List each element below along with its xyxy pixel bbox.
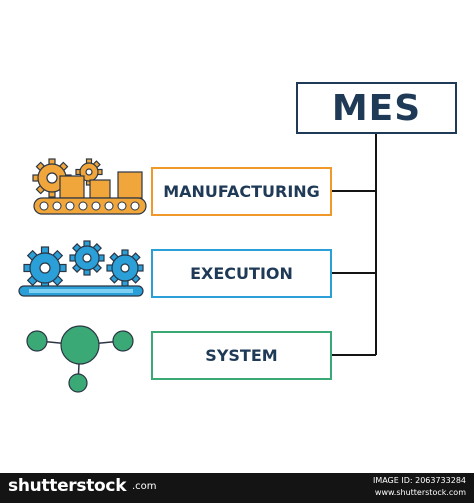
image-id-text: IMAGE ID: 2063733284 bbox=[372, 476, 466, 485]
execution-label: EXECUTION bbox=[190, 264, 293, 283]
brand-logo: shutterstock bbox=[8, 476, 127, 496]
execution-box: EXECUTION bbox=[151, 249, 332, 298]
manufacturing-label: MANUFACTURING bbox=[163, 182, 320, 201]
root-box: MES bbox=[296, 82, 457, 134]
footer-bar: shutterstock .com IMAGE ID: 2063733284 w… bbox=[0, 473, 474, 503]
site-url-text: www.shutterstock.com bbox=[374, 488, 466, 497]
system-label: SYSTEM bbox=[205, 346, 278, 365]
conveyor-gears-icon bbox=[32, 158, 147, 215]
connector-lines bbox=[332, 134, 377, 356]
root-label: MES bbox=[331, 87, 422, 129]
network-nodes-icon bbox=[26, 325, 134, 393]
gears-on-belt-icon bbox=[18, 240, 144, 297]
diagram-canvas: MES MANUFACTURING EXECUTION SYSTEM bbox=[18, 82, 457, 393]
system-box: SYSTEM bbox=[151, 331, 332, 380]
brand-domain: .com bbox=[132, 481, 157, 492]
manufacturing-box: MANUFACTURING bbox=[151, 167, 332, 216]
